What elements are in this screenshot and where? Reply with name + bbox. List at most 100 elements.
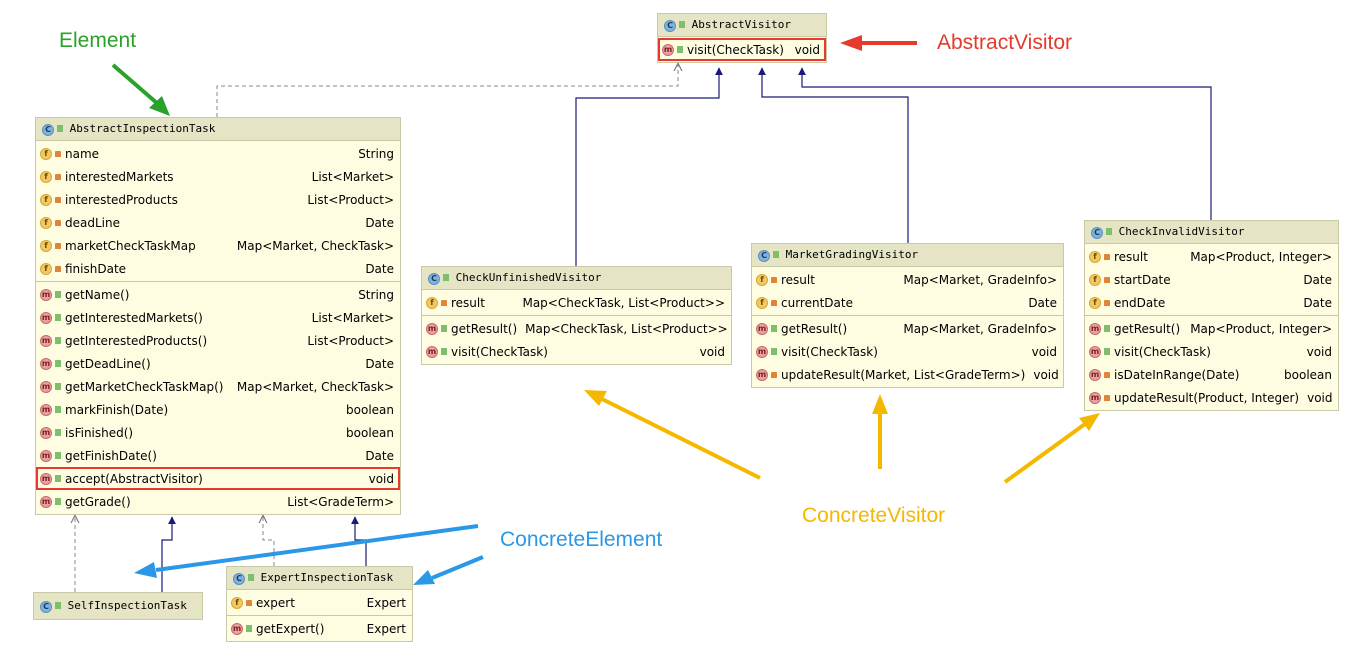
private-lock-icon [246, 599, 252, 606]
class-icon: C [758, 250, 770, 262]
public-icon [443, 274, 449, 281]
field-icon: f [1089, 296, 1101, 309]
expert-task-inheritance [351, 516, 367, 566]
public-icon [679, 21, 685, 28]
method-icon: m [426, 345, 438, 358]
method-icon: m [1089, 345, 1101, 358]
public-icon [55, 452, 61, 459]
method-icon: m [40, 357, 52, 370]
class-icon: C [1091, 227, 1103, 239]
class-name: CheckUnfinishedVisitor [455, 271, 602, 284]
public-icon [441, 325, 447, 332]
realization-check-invalid-visitor [798, 67, 1212, 220]
private-lock-icon [1104, 371, 1110, 378]
method-icon: m [40, 380, 52, 393]
public-icon [1106, 228, 1112, 235]
method-icon: m [1089, 322, 1101, 335]
annotation-arrow-abstract-visitor [840, 35, 917, 51]
field-icon: f [756, 273, 768, 286]
private-lock-icon [1104, 394, 1110, 401]
field-icon: f [40, 262, 52, 275]
private-lock-icon [771, 299, 777, 306]
method-icon: m [40, 288, 52, 301]
abstract-class-icon: C [42, 124, 54, 136]
annotation-arrow-concrete-visitor-unfinished [584, 390, 761, 480]
field-icon: f [40, 170, 52, 183]
realization-unfinished-visitor [575, 67, 723, 266]
private-lock-icon [55, 265, 61, 272]
public-icon [55, 429, 61, 436]
method-icon: m [426, 322, 438, 335]
class-icon: C [428, 273, 440, 285]
private-lock-icon [55, 219, 61, 226]
field-icon: f [40, 239, 52, 252]
method-icon: m [1089, 391, 1101, 404]
realization-market-grading-visitor [758, 67, 909, 243]
label-concrete-element: ConcreteElement [500, 528, 663, 551]
private-lock-icon [1104, 299, 1110, 306]
public-icon [677, 46, 683, 53]
field-icon: f [1089, 273, 1101, 286]
field-icon: f [40, 193, 52, 206]
public-icon [773, 251, 779, 258]
class-name: CheckInvalidVisitor [1118, 225, 1245, 238]
private-lock-icon [55, 150, 61, 157]
interface-icon: C [664, 20, 676, 32]
method-icon: m [40, 426, 52, 439]
field-icon: f [231, 596, 243, 609]
class-icon: C [233, 573, 245, 585]
method-icon: m [40, 472, 52, 485]
label-abstract-visitor: AbstractVisitor [937, 31, 1072, 54]
self-inspection-task-class[interactable]: C SelfInspectionTask [33, 592, 203, 620]
class-name: SelfInspectionTask [67, 599, 187, 612]
public-icon [246, 625, 252, 632]
private-lock-icon [1104, 253, 1110, 260]
annotation-arrow-concrete-visitor-market [872, 394, 888, 469]
